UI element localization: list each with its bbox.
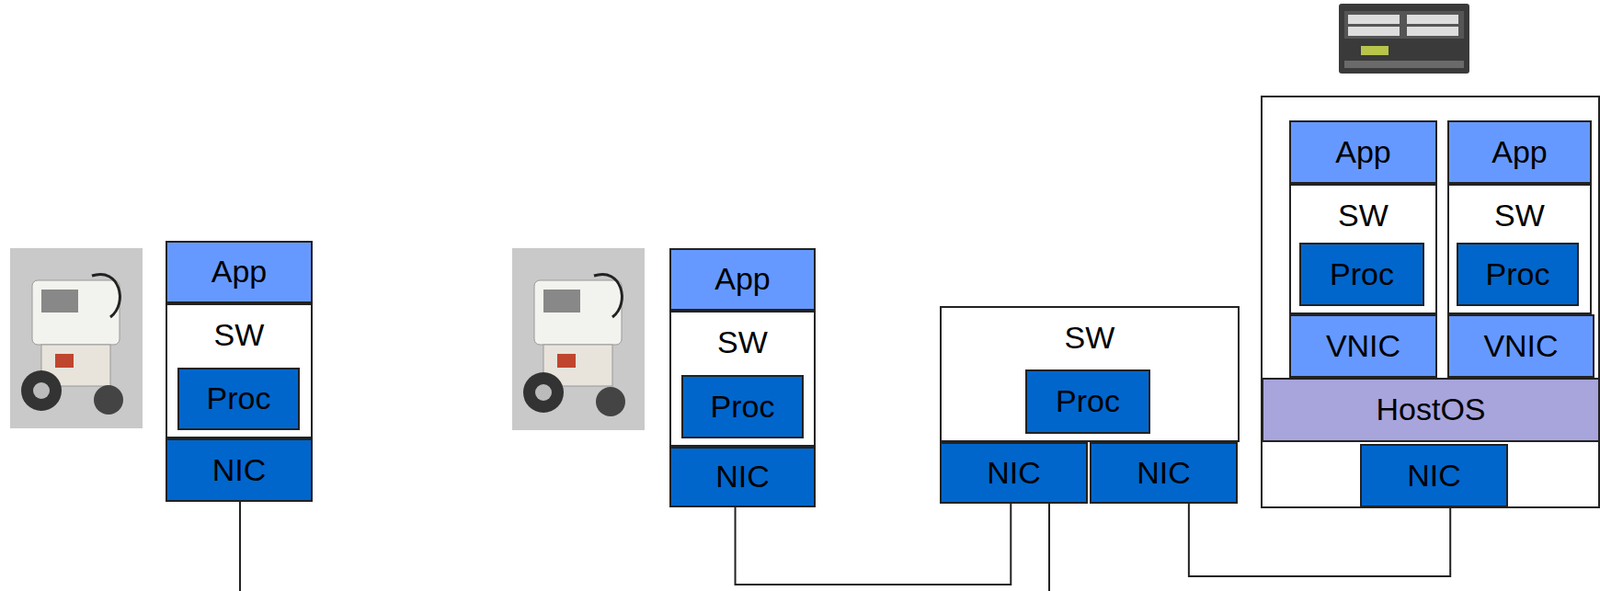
app-box: App (669, 248, 816, 311)
vnic-box: VNIC (1447, 314, 1595, 378)
software-box: SW Proc (1289, 183, 1438, 315)
box-label: VNIC (1325, 329, 1401, 364)
box-label: SW (717, 325, 768, 360)
robot-photo (512, 248, 645, 431)
software-box: SW Proc (1447, 183, 1592, 315)
box-label: Proc (1485, 257, 1551, 292)
processor-box: Proc (1025, 369, 1151, 435)
app-box: App (165, 240, 313, 304)
robot-photo (10, 248, 143, 429)
processor-box: Proc (1456, 242, 1579, 307)
processor-box: Proc (1299, 242, 1425, 307)
box-label: Proc (1329, 257, 1395, 292)
nic-box: NIC (1360, 444, 1509, 508)
app-box: App (1447, 120, 1592, 184)
box-label: NIC (715, 459, 770, 494)
host-outline (1261, 96, 1600, 508)
box-label: VNIC (1483, 329, 1558, 364)
box-label: Proc (206, 381, 272, 416)
nic-box: NIC (939, 442, 1088, 504)
box-label: App (714, 262, 771, 297)
box-label: App (1335, 135, 1392, 170)
network-cable (735, 503, 1012, 585)
app-box: App (1289, 120, 1438, 184)
nic-box: NIC (165, 438, 313, 503)
box-label: SW (1064, 320, 1116, 355)
box-label: NIC (986, 456, 1041, 491)
software-box: SW Proc (669, 310, 816, 447)
box-label: SW (214, 318, 265, 353)
box-label: Proc (1055, 384, 1120, 419)
software-box: SW Proc (939, 306, 1240, 443)
nic-box: NIC (669, 446, 816, 508)
box-label: SW (1337, 198, 1389, 233)
nic-box: NIC (1089, 442, 1238, 504)
software-box: SW Proc (165, 303, 313, 439)
processor-box: Proc (177, 367, 300, 431)
box-label: SW (1494, 198, 1545, 233)
switch-icon (1338, 3, 1470, 74)
network-cable (1188, 503, 1451, 577)
processor-box: Proc (681, 375, 804, 439)
host-os-band: HostOS (1261, 377, 1600, 443)
box-label: App (211, 254, 268, 289)
box-label: NIC (212, 453, 267, 488)
wire (1048, 503, 1051, 591)
vnic-box: VNIC (1289, 314, 1438, 378)
box-label: HostOS (1375, 392, 1486, 427)
box-label: Proc (710, 389, 776, 424)
wire (239, 502, 241, 591)
box-label: NIC (1136, 456, 1191, 491)
box-label: NIC (1406, 458, 1462, 493)
box-label: App (1491, 135, 1548, 170)
